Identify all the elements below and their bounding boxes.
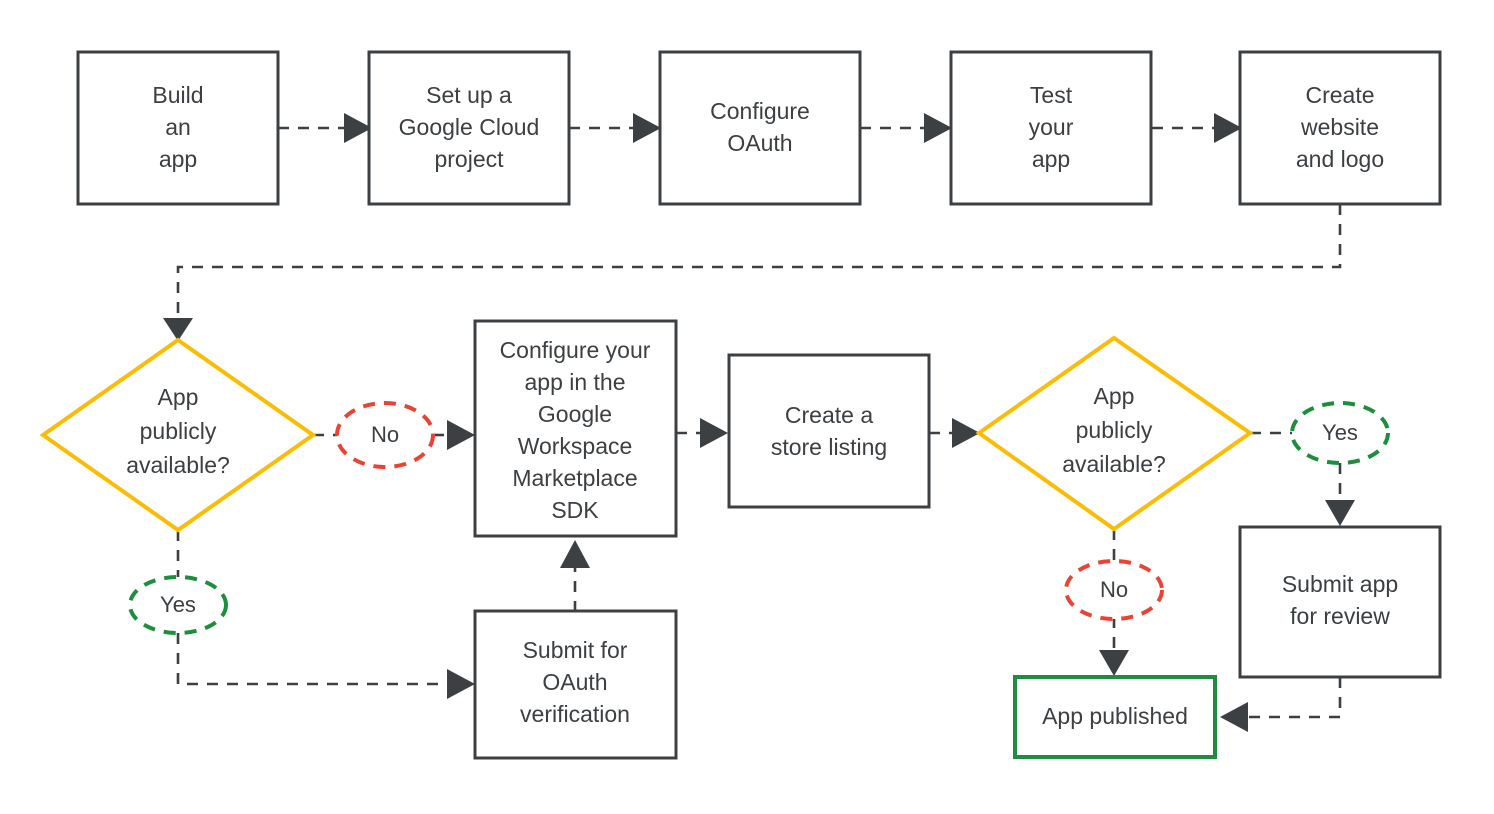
edge-test-to-website xyxy=(1152,113,1242,143)
node-create-website-line-1: Create xyxy=(1305,82,1374,108)
node-set-up-google-cloud-project[interactable]: Set up a Google Cloud project xyxy=(367,50,571,206)
oauthverify-line-3: verification xyxy=(520,701,630,727)
edge-label-no-1: No xyxy=(335,401,435,469)
node-create-website-line-3: and logo xyxy=(1296,146,1384,172)
node-app-publicly-available-1[interactable]: App publicly available? xyxy=(39,337,317,533)
oauthverify-line-1: Submit for xyxy=(523,637,628,663)
sdk-line-3: Google xyxy=(538,401,612,427)
node-build-an-app-line-2: an xyxy=(165,114,191,140)
decision2-line-1: App xyxy=(1094,383,1135,409)
decision2-line-2: publicly xyxy=(1076,417,1153,443)
decision1-line-2: publicly xyxy=(140,418,217,444)
node-set-up-line-1: Set up a xyxy=(426,82,512,108)
oauthverify-line-2: OAuth xyxy=(542,669,607,695)
edge-label-no-1-text: No xyxy=(371,422,399,447)
apppublished-line-1: App published xyxy=(1042,703,1188,729)
node-create-website-and-logo[interactable]: Create website and logo xyxy=(1238,50,1442,206)
node-submit-app-for-review[interactable]: Submit app for review xyxy=(1238,525,1442,679)
node-test-your-app-line-1: Test xyxy=(1030,82,1073,108)
node-create-a-store-listing[interactable]: Create a store listing xyxy=(727,353,931,509)
edge-label-yes-2-text: Yes xyxy=(1322,420,1358,445)
node-app-published[interactable]: App published xyxy=(1013,675,1217,759)
edge-submitreview-to-apppublished xyxy=(1220,677,1342,732)
sdk-line-4: Workspace xyxy=(518,433,633,459)
node-app-publicly-available-2[interactable]: App publicly available? xyxy=(975,335,1254,532)
submitreview-line-2: for review xyxy=(1290,603,1390,629)
node-configure-oauth-line-2: OAuth xyxy=(727,130,792,156)
sdk-line-2: app in the xyxy=(524,369,625,395)
edge-no2-to-apppublished xyxy=(1099,617,1129,676)
decision1-line-1: App xyxy=(158,384,199,410)
edge-yes2-to-submitreview xyxy=(1325,463,1355,526)
node-submit-for-oauth-verification[interactable]: Submit for OAuth verification xyxy=(473,609,678,760)
node-build-an-app[interactable]: Build an app xyxy=(76,50,280,206)
node-test-your-app-line-3: app xyxy=(1032,146,1070,172)
node-test-your-app-line-2: your xyxy=(1029,114,1074,140)
edge-label-no-2-text: No xyxy=(1100,577,1128,602)
node-set-up-line-2: Google Cloud xyxy=(399,114,540,140)
sdk-line-1: Configure your xyxy=(500,337,651,363)
edge-build-to-setup xyxy=(278,113,372,143)
edge-storelisting-to-decision2 xyxy=(929,418,980,448)
edge-label-yes-1: Yes xyxy=(128,575,228,635)
node-configure-oauth[interactable]: Configure OAuth xyxy=(658,50,862,206)
decision2-line-3: available? xyxy=(1062,451,1166,477)
node-build-an-app-line-1: Build xyxy=(152,82,203,108)
edge-no1-to-sdk xyxy=(433,420,475,450)
edge-website-to-decision1 xyxy=(163,204,1342,341)
node-configure-oauth-line-1: Configure xyxy=(710,98,810,124)
edge-oauthverify-to-sdk xyxy=(560,540,590,612)
node-test-your-app[interactable]: Test your app xyxy=(949,50,1153,206)
edge-yes1-to-oauth-verification xyxy=(176,633,475,699)
edge-setup-to-oauth xyxy=(569,113,661,143)
sdk-line-5: Marketplace xyxy=(512,465,637,491)
storelisting-line-1: Create a xyxy=(785,402,873,428)
edge-label-yes-2: Yes xyxy=(1290,401,1390,465)
decision1-line-3: available? xyxy=(126,452,230,478)
node-configure-app-in-marketplace-sdk[interactable]: Configure your app in the Google Workspa… xyxy=(473,319,678,538)
node-set-up-line-3: project xyxy=(434,146,504,172)
edge-label-yes-1-text: Yes xyxy=(160,592,196,617)
submitreview-line-1: Submit app xyxy=(1282,571,1398,597)
storelisting-line-2: store listing xyxy=(771,434,887,460)
edge-sdk-to-storelisting xyxy=(676,418,728,448)
node-build-an-app-line-3: app xyxy=(159,146,197,172)
edge-oauth-to-test xyxy=(860,113,952,143)
edge-label-no-2: No xyxy=(1064,559,1164,621)
connectors xyxy=(163,113,1355,732)
node-create-website-line-2: website xyxy=(1300,114,1379,140)
sdk-line-6: SDK xyxy=(551,497,599,523)
